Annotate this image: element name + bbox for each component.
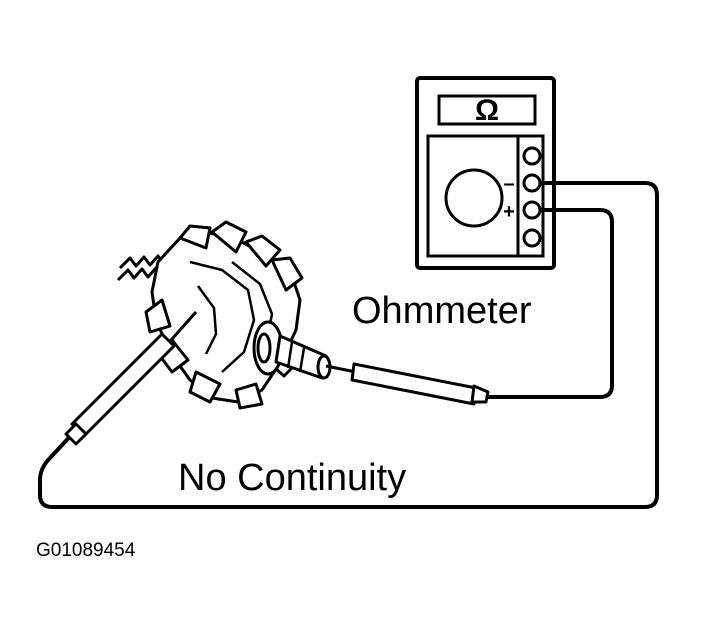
test-probe-icon — [64, 311, 198, 446]
test-probe-icon-right — [325, 362, 490, 406]
result-label: No Continuity — [178, 457, 406, 499]
ohmmeter: Ω – + — [415, 76, 556, 270]
ohmmeter-label: Ohmmeter — [352, 290, 532, 332]
terminal-4 — [522, 228, 542, 248]
positive-sign: + — [503, 201, 515, 223]
terminal-1 — [522, 146, 542, 166]
ohm-symbol: Ω — [475, 94, 499, 127]
alternator-rotor-icon — [116, 220, 332, 410]
positive-test-lead — [484, 208, 614, 399]
terminal-positive — [522, 200, 542, 220]
figure-code: G01089454 — [36, 540, 136, 561]
ohmmeter-display — [437, 94, 537, 126]
negative-test-lead — [38, 181, 659, 509]
negative-sign: – — [503, 173, 514, 195]
terminal-negative — [522, 173, 542, 193]
meter-dial-icon — [444, 168, 504, 228]
